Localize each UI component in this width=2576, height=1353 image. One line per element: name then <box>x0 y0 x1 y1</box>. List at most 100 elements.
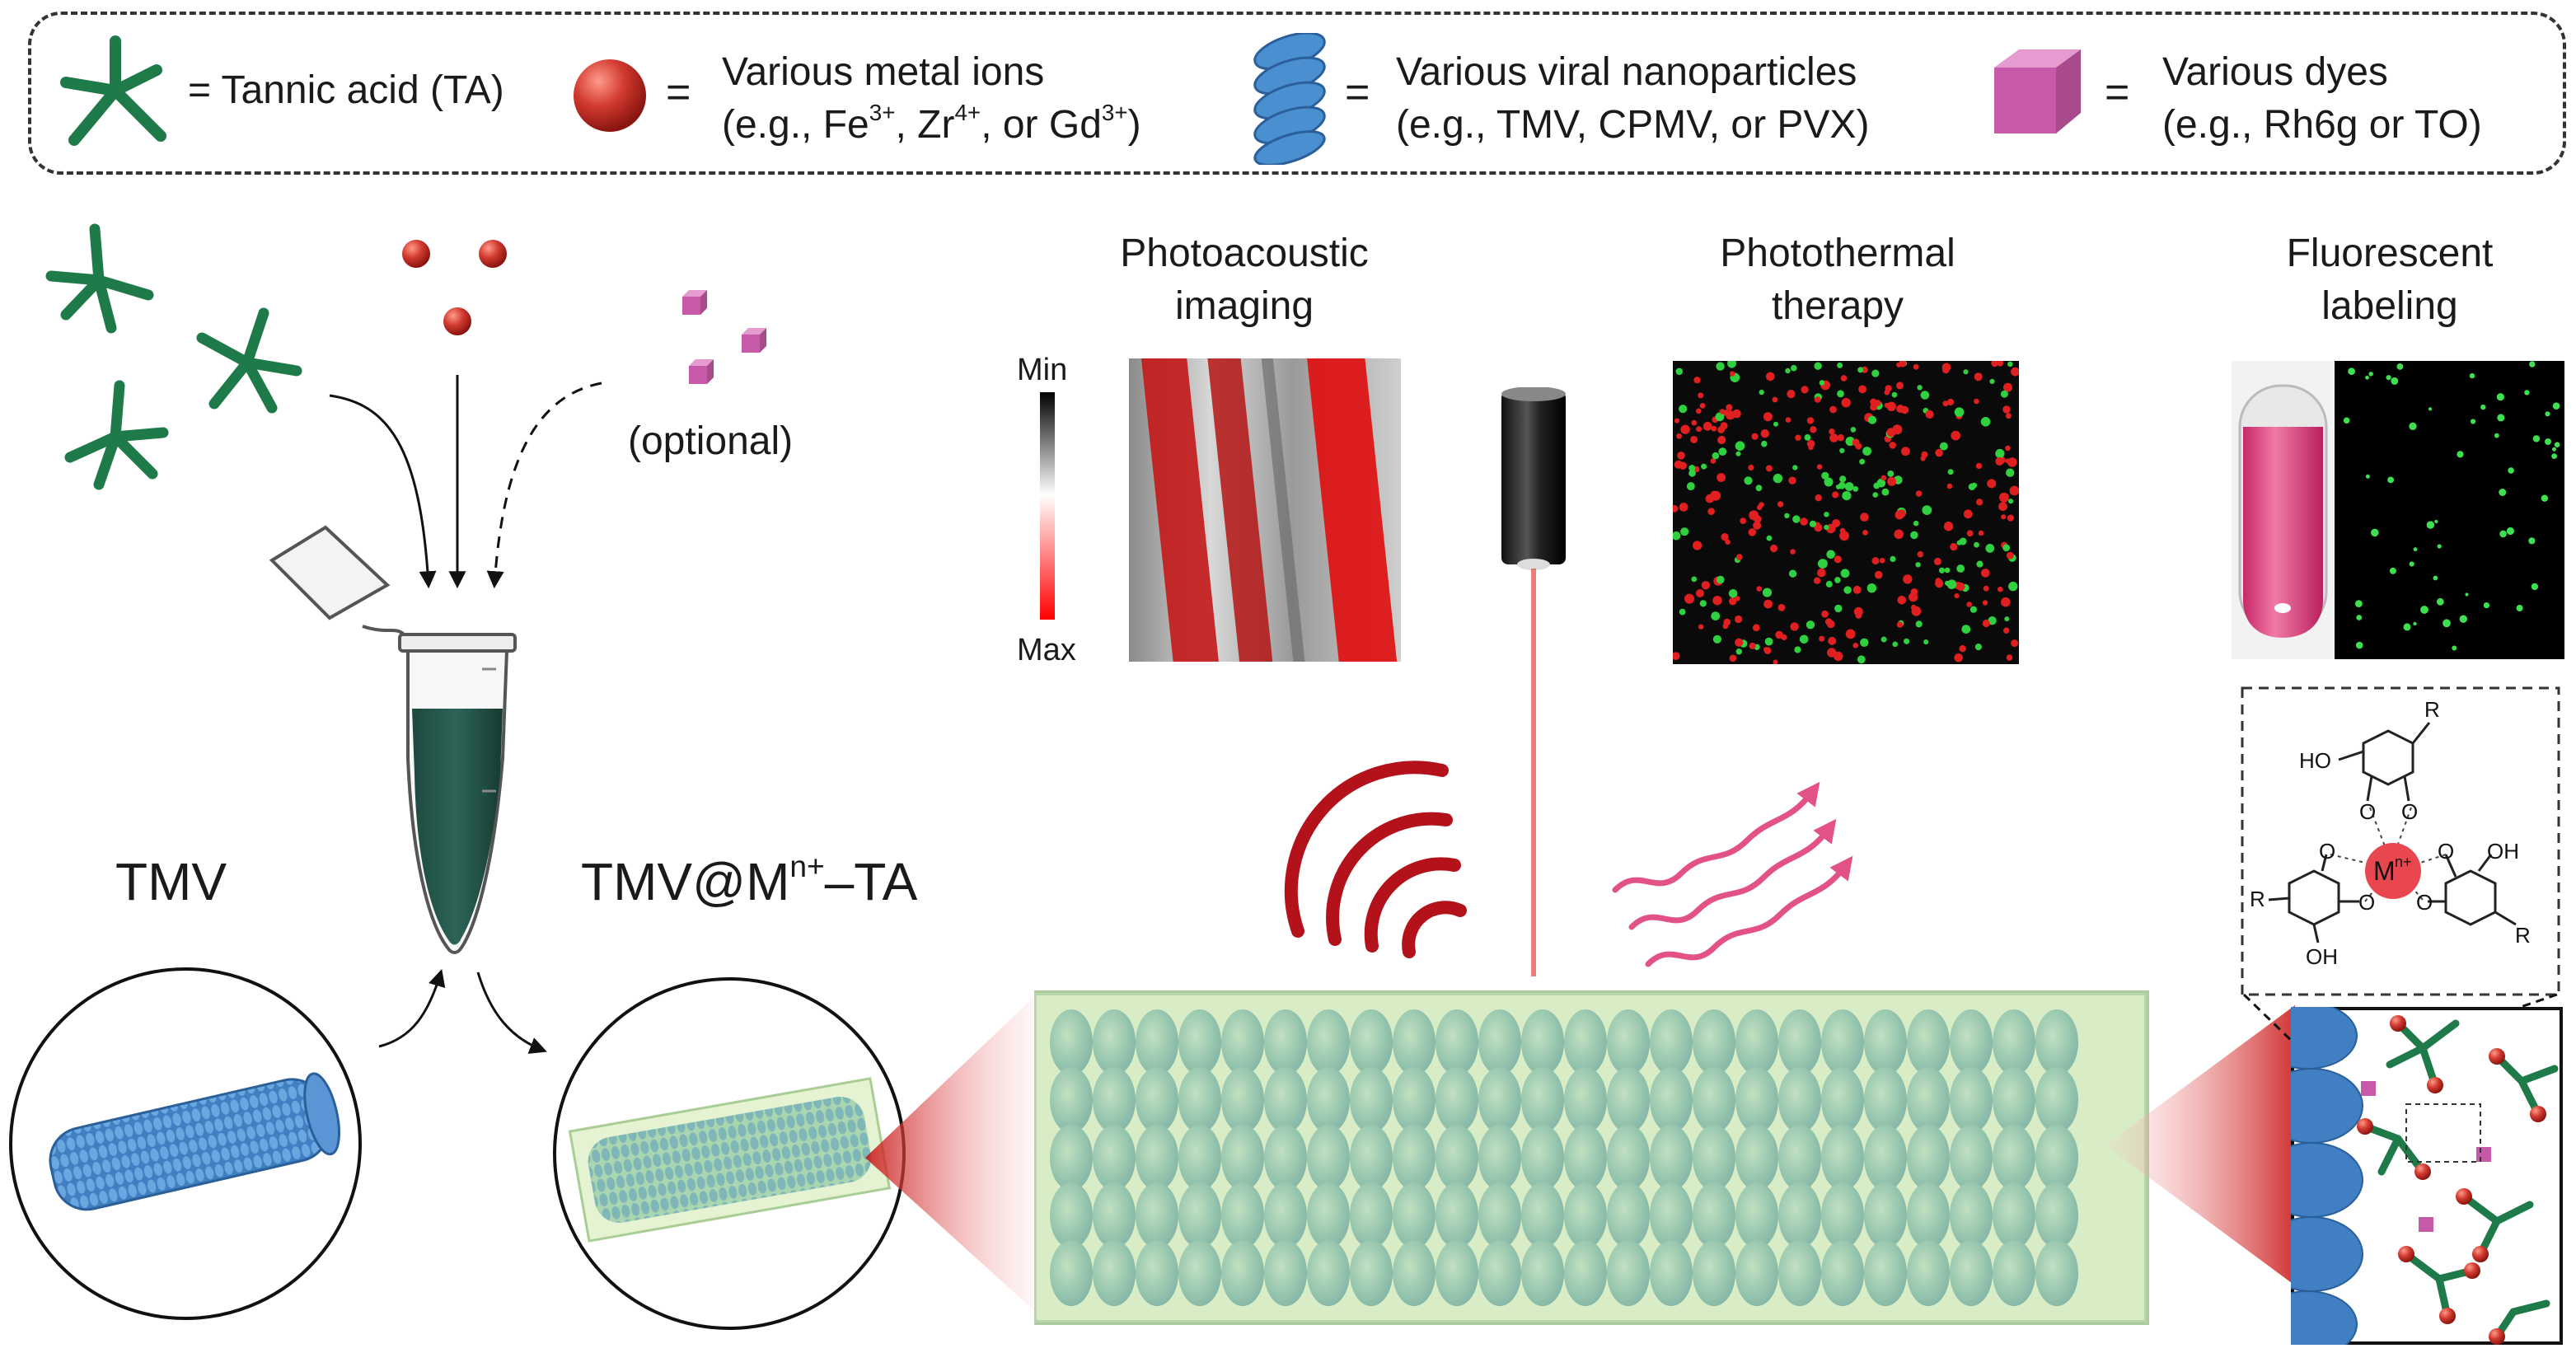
capsid-subunit <box>1607 1240 1650 1306</box>
capsid-subunit <box>1093 1182 1136 1248</box>
arrow-dye-to-tube <box>486 382 602 589</box>
cell-dot <box>1933 557 1941 565</box>
cell-dot <box>1759 389 1764 396</box>
capsid-subunit <box>1136 1125 1178 1191</box>
capsid-subunit <box>1521 1182 1564 1248</box>
capsid-subunit <box>1907 1182 1950 1248</box>
cell-dot <box>1980 417 1991 427</box>
microcentrifuge-tube <box>269 525 517 954</box>
cell-dot <box>1998 586 2003 592</box>
cell-dot <box>1696 426 1703 433</box>
oh-right-label: OH <box>2487 839 2519 864</box>
cell-dot <box>1915 620 1923 628</box>
cell-dot <box>1814 362 1822 370</box>
o-label-1: O <box>2359 799 2376 824</box>
fluorescent-dot <box>2552 447 2556 452</box>
capsid-subunit <box>1564 1125 1607 1191</box>
cell-dot <box>1954 653 1963 662</box>
capsid-subunit <box>1521 1009 1564 1075</box>
cell-dot <box>1852 643 1858 648</box>
capsid-subunit <box>1393 1125 1436 1191</box>
capsid-subunit <box>1864 1125 1907 1191</box>
capsid-subunit <box>1350 1009 1393 1075</box>
cell-dot <box>1824 524 1829 531</box>
cell-dot <box>1879 558 1885 564</box>
cell-dot <box>1917 550 1924 558</box>
cell-dot <box>1740 517 1747 524</box>
coordination-network <box>2291 1007 2563 1345</box>
laser-device <box>1501 387 1566 976</box>
cell-dot <box>1974 372 1983 382</box>
cell-dot <box>1736 554 1743 560</box>
cell-dot <box>1922 505 1932 515</box>
tannic-acid-icon <box>60 35 166 146</box>
capsid-subunit <box>1050 1009 1093 1075</box>
cell-dot <box>1787 390 1796 399</box>
cell-dot <box>2011 639 2019 648</box>
cell-dot <box>1884 402 1890 408</box>
cell-dot <box>1726 410 1735 420</box>
cell-dot <box>1903 574 1913 584</box>
cell-dot <box>1852 486 1859 492</box>
cell-dot <box>1971 482 1978 489</box>
cell-dot <box>1679 405 1688 414</box>
capsid-subunit <box>1178 1125 1221 1191</box>
cell-dot <box>1691 419 1698 426</box>
color-scale-bar <box>1040 392 1055 620</box>
cell-dot <box>1896 382 1904 390</box>
cell-dot <box>1858 385 1866 394</box>
cell-dot <box>1862 530 1868 536</box>
viral-nanoparticle-icon <box>1253 33 1326 165</box>
cell-dot <box>1744 476 1753 485</box>
scale-min-label: Min <box>1017 353 1068 387</box>
cell-dot <box>1842 491 1852 501</box>
cell-dot <box>1943 522 1954 531</box>
capsid-subunit <box>1564 1240 1607 1306</box>
cell-dot <box>1821 471 1829 480</box>
cell-dot <box>1729 654 1737 662</box>
cell-dot <box>1720 422 1728 430</box>
cell-dot <box>2006 468 2015 477</box>
fluorescent-dot <box>2470 419 2476 424</box>
capsid-subunit <box>1650 1009 1693 1075</box>
cell-dot <box>1688 465 1696 472</box>
cell-dot <box>1974 644 1982 651</box>
capsid-subunit <box>1993 1067 2035 1133</box>
capsid-subunit <box>1693 1182 1735 1248</box>
cell-dot <box>1691 576 1698 583</box>
capsid-subunit <box>1907 1067 1950 1133</box>
legend-box <box>28 12 2566 175</box>
cell-dot <box>1985 544 1995 553</box>
cell-dot <box>1825 580 1833 588</box>
cell-dot <box>1845 437 1855 447</box>
cell-dot <box>1773 473 1783 484</box>
cell-dot <box>1817 568 1826 578</box>
fluorescent-dot <box>2356 615 2363 620</box>
cell-dot <box>2003 627 2010 634</box>
cell-dot <box>1870 403 1878 411</box>
cell-dot <box>1765 465 1773 472</box>
cell-dot <box>1711 425 1717 432</box>
fluorescent-dot <box>2386 375 2391 381</box>
capsid-subunit <box>1650 1067 1693 1133</box>
capsid-subunit <box>1521 1240 1564 1306</box>
cell-dot <box>1850 427 1857 433</box>
cell-dot <box>1876 478 1886 488</box>
metal-ion-icon <box>574 59 646 132</box>
capsid-subunit <box>2035 1182 2078 1248</box>
cell-dot <box>1891 391 1898 398</box>
cell-dot <box>1871 557 1880 565</box>
cell-dot <box>2001 597 2011 607</box>
cell-dot <box>1880 636 1887 643</box>
cell-dot <box>2000 390 2008 398</box>
cell-dot <box>1886 428 1896 438</box>
cell-dot <box>1710 458 1717 464</box>
cell-dot <box>1703 421 1712 431</box>
ho-top-label: HO <box>2299 748 2331 773</box>
fluorescent-dot <box>2365 474 2370 479</box>
cell-dot <box>1773 421 1778 427</box>
cell-dot <box>1725 539 1731 545</box>
cell-dot <box>1828 636 1837 645</box>
cell-dot <box>1834 604 1843 613</box>
capsid-subunit <box>1864 1182 1907 1248</box>
